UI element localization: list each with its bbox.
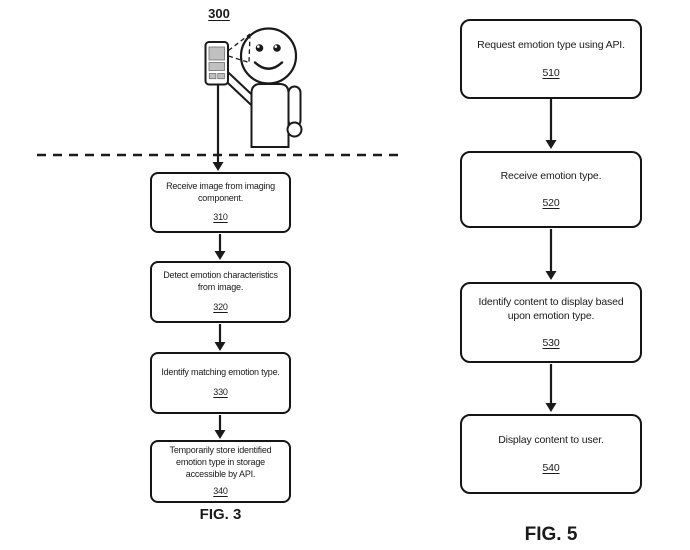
flow-arrow xyxy=(212,84,224,171)
flow-step-text: Identify matching emotion type. xyxy=(161,367,280,378)
flow-step-text: Receive emotion type. xyxy=(500,169,602,182)
flow-step-ref: 530 xyxy=(542,337,560,350)
flow-step-ref: 340 xyxy=(213,486,228,497)
flow-arrow xyxy=(214,234,226,260)
person-head xyxy=(239,27,298,85)
flow-step-ref: 330 xyxy=(213,387,228,397)
camera-view-cone xyxy=(228,33,251,64)
flow-arrow xyxy=(545,99,557,149)
flow-arrow xyxy=(214,324,226,351)
flow-step-box-310: Receive image from imaging component. 31… xyxy=(150,172,291,233)
flow-step-text: Display content to user. xyxy=(498,434,604,447)
person-arm-right xyxy=(287,85,302,128)
flow-step-ref: 540 xyxy=(542,461,560,474)
person-smile xyxy=(253,61,284,70)
figure5-caption: FIG. 5 xyxy=(524,524,578,545)
flow-step-box-340: Temporarily store identified emotion typ… xyxy=(150,440,291,503)
person-with-phone-illustration xyxy=(204,27,303,148)
person-hand xyxy=(286,121,303,138)
flow-arrow xyxy=(545,229,557,280)
flow-arrows xyxy=(212,84,557,439)
flow-step-ref: 510 xyxy=(542,66,560,79)
smartphone-icon xyxy=(204,41,229,86)
flow-step-text: Temporarily store identified emotion typ… xyxy=(169,445,272,479)
flow-step-box-320: Detect emotion characteristics from imag… xyxy=(150,261,291,323)
flow-step-text: Request emotion type using API. xyxy=(477,39,625,52)
person-eyes xyxy=(255,44,281,52)
flow-step-text: Detect emotion characteristics from imag… xyxy=(163,270,278,293)
flow-step-text: Receive image from imaging component. xyxy=(166,180,275,203)
flow-step-box-540: Display content to user. 540 xyxy=(460,414,642,494)
flow-step-ref: 310 xyxy=(213,212,228,223)
flow-arrow xyxy=(214,415,226,439)
flow-step-text: Identify content to display based upon e… xyxy=(478,295,624,322)
flow-step-box-510: Request emotion type using API. 510 xyxy=(460,19,642,99)
figure3-caption: FIG. 3 xyxy=(199,506,242,523)
flow-step-box-330: Identify matching emotion type. 330 xyxy=(150,352,291,414)
flow-step-box-520: Receive emotion type. 520 xyxy=(460,151,642,228)
flow-step-box-530: Identify content to display based upon e… xyxy=(460,282,642,363)
flow-step-ref: 520 xyxy=(542,197,560,209)
person-torso xyxy=(250,83,290,148)
flow-step-ref: 320 xyxy=(213,301,228,312)
flow-arrow xyxy=(545,364,557,412)
figure3-reference-number: 300 xyxy=(208,6,230,21)
